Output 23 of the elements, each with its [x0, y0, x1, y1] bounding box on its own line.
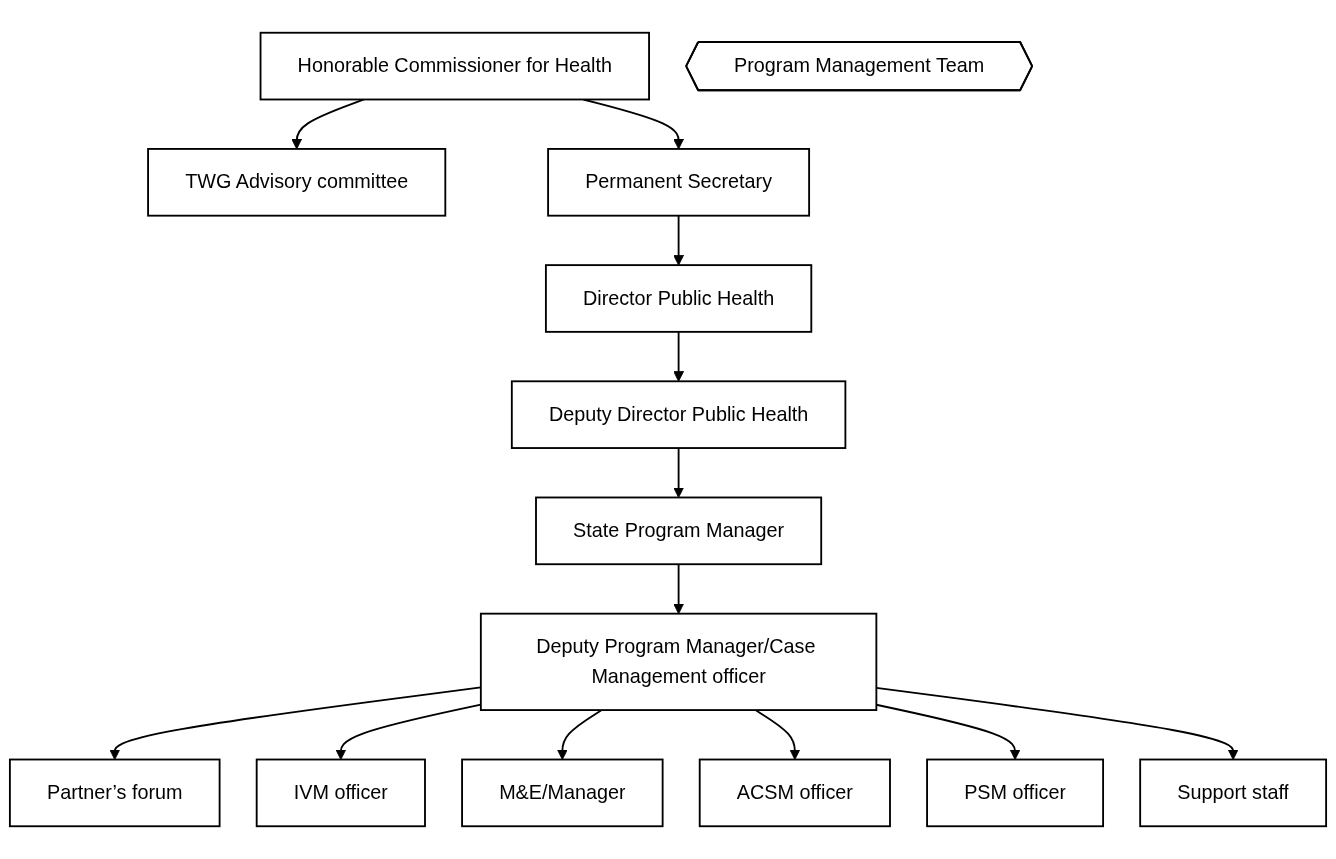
arrow — [673, 563, 685, 615]
node-box: Director Public Health — [544, 264, 813, 333]
arrow — [673, 214, 685, 266]
node-box: Support staff — [1139, 758, 1328, 828]
node-box: Honorable Commissioner for Health — [259, 31, 650, 101]
arrow — [582, 98, 685, 150]
node-box: Deputy Director Public Health — [510, 380, 847, 449]
node-box: PSM officer — [926, 758, 1104, 828]
arrow — [875, 703, 1021, 760]
arrow — [754, 709, 801, 760]
arrow — [673, 447, 685, 498]
node-box: Deputy Program Manager/Case Management officer — [479, 612, 878, 711]
node-box: State Program Manager — [535, 496, 823, 566]
arrow — [875, 686, 1239, 760]
arrow — [673, 330, 685, 382]
node-box: M&E/Manager — [461, 758, 664, 828]
arrow — [291, 98, 365, 150]
node-box: TWG Advisory committee — [147, 148, 447, 217]
node-box: ACSM officer — [698, 758, 891, 828]
node-box: IVM officer — [255, 758, 426, 828]
node-box: Partner’s forum — [8, 758, 221, 828]
node-box: Permanent Secretary — [547, 148, 811, 217]
arrow — [556, 709, 603, 760]
